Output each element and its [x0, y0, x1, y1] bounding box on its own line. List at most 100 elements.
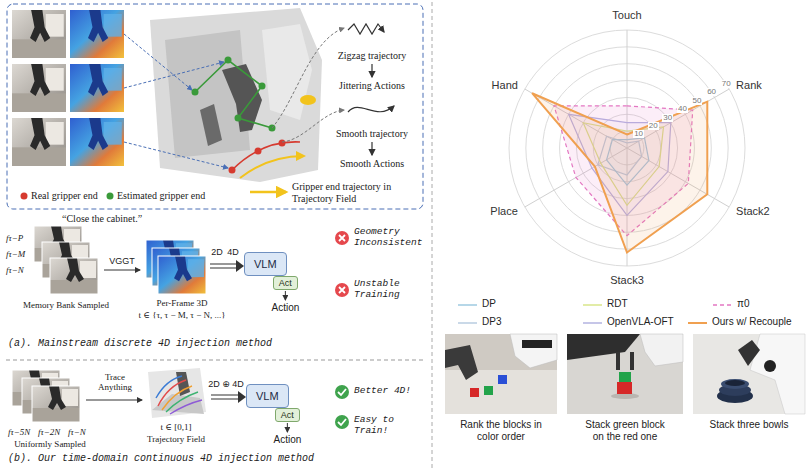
legend-sample — [583, 304, 602, 306]
photo-caption: Rank the blocks in color order — [459, 419, 543, 442]
stage-label: Trajectory Field — [147, 434, 205, 444]
photo-caption: Stack three bowls — [710, 419, 789, 431]
output-arrow — [285, 291, 286, 300]
step-label: Trace Anything — [92, 372, 138, 393]
input-arrow — [210, 260, 244, 272]
axis-label: Place — [490, 205, 518, 218]
input-tag: 2D ⊕ 4D — [208, 379, 244, 389]
callout-links — [272, 28, 344, 128]
per-frame-depth — [158, 256, 206, 294]
task-photo — [567, 334, 640, 360]
input-arrow — [238, 391, 246, 403]
frame-label: fτ−M — [6, 249, 25, 259]
task-photo — [721, 379, 749, 389]
fail-icon — [339, 235, 345, 241]
estimated-trajectory — [192, 89, 199, 96]
frame-pairs — [12, 10, 124, 166]
task-photo — [725, 380, 745, 386]
legend-sample — [583, 323, 602, 324]
legend-sample — [688, 322, 707, 324]
input-arrow — [210, 264, 236, 268]
input-arrow — [211, 395, 238, 399]
legend-sample — [21, 193, 28, 200]
frame-label: fτ−P — [6, 233, 23, 243]
tick-label: 20 — [648, 122, 659, 130]
step-label: VGGT — [109, 256, 135, 266]
legend-sample — [107, 193, 114, 200]
step-arrow — [104, 270, 140, 271]
task-photo — [630, 352, 634, 370]
estimated-trajectory — [259, 83, 266, 90]
trajectory-note: Smooth Actions — [340, 158, 404, 170]
stage-label: t ∈ {τ, τ − M, τ − N, ...} — [138, 310, 225, 320]
point-cloud-render — [200, 104, 222, 146]
tick-label: 40 — [677, 105, 688, 113]
detail-box — [7, 4, 423, 209]
stage-label: Uniformly Sampled — [14, 439, 86, 449]
subfigure-caption: (a). Mainstream discrete 4D injection me… — [8, 338, 272, 350]
axis-label: Stack3 — [610, 274, 644, 287]
success-icon — [335, 415, 349, 429]
trajectory-icons — [348, 24, 384, 34]
radar-series — [532, 93, 707, 252]
frame-pairs — [70, 10, 124, 58]
real-trajectory — [255, 148, 262, 155]
fail-icon — [335, 231, 349, 245]
fail-icon — [335, 231, 349, 297]
legend-text: DP3 — [482, 316, 501, 328]
projection-arrows — [124, 34, 192, 90]
node-text: Act — [281, 410, 294, 420]
task-photo — [693, 334, 805, 414]
trajectory-field-image — [148, 368, 206, 418]
real-trajectory — [279, 140, 286, 147]
legend-sample — [458, 304, 477, 306]
real-trajectory — [229, 140, 305, 179]
trajectory-icons — [348, 106, 394, 112]
trajectory-icons — [371, 64, 372, 77]
advantage-note: Better 4D! — [354, 386, 426, 397]
tick-label: 30 — [662, 114, 673, 122]
trajectory-field-image — [156, 376, 202, 414]
success-icon — [335, 385, 349, 399]
drawback-note: Geometry Inconsistent — [354, 227, 426, 249]
legend-text: OpenVLA-OFT — [607, 316, 674, 328]
output-label: Action — [273, 434, 301, 446]
axis-label: Hand — [492, 79, 518, 92]
legend-sample — [458, 322, 477, 324]
success-icon — [335, 385, 349, 429]
task-photo — [640, 334, 683, 366]
frame-pairs — [12, 10, 66, 58]
subfigure-caption: (b). Our time-domain continuous 4D injec… — [8, 453, 314, 465]
frame-pairs — [12, 118, 66, 166]
success-icon — [338, 389, 346, 395]
drawback-note: Unstable Training — [354, 279, 426, 301]
advantage-note: Easy to Train! — [354, 415, 404, 437]
uniform-frames — [12, 370, 80, 422]
projection-arrows — [124, 34, 228, 168]
task-photo — [445, 334, 557, 414]
legend-sample — [21, 193, 28, 200]
memory-bank-frames — [50, 258, 98, 294]
task-photo — [498, 375, 507, 384]
input-tag: 4D — [227, 247, 239, 257]
action-head-box: Act — [273, 276, 298, 290]
frame-label: fτ−2N — [38, 427, 60, 437]
legend-text: Real gripper end — [31, 190, 98, 202]
task-photo — [617, 382, 632, 394]
projection-arrows — [124, 62, 224, 88]
point-cloud-render — [150, 8, 322, 182]
frame-pairs — [70, 64, 124, 112]
legend-text: Gripper end trajectory in Trajectory Fie… — [292, 181, 402, 204]
callout-links — [272, 28, 344, 142]
task-photo — [484, 386, 493, 395]
axis-label: Rank — [736, 79, 762, 92]
model-box: VLM — [246, 384, 289, 408]
legend-sample — [713, 305, 732, 306]
radar-ring — [509, 30, 745, 266]
legend-sample — [583, 322, 602, 324]
task-photo — [616, 352, 620, 370]
success-icon — [338, 419, 346, 425]
task-photo — [738, 340, 760, 366]
callout-links — [282, 110, 344, 142]
row-divider — [6, 360, 426, 361]
